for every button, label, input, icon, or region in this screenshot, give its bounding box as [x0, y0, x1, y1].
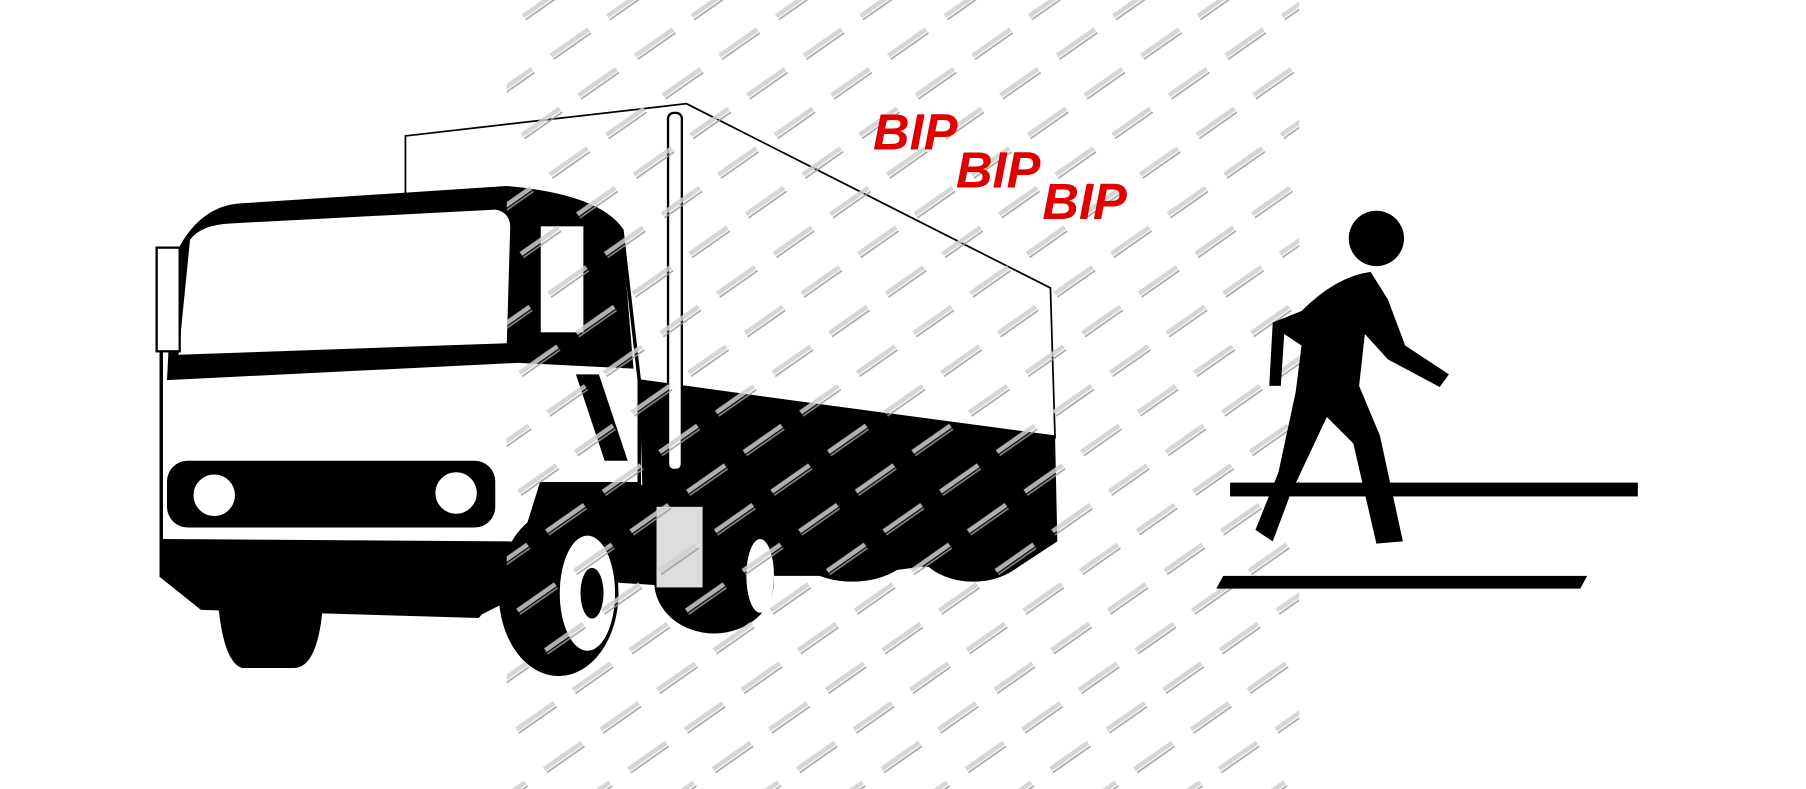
sound-word-3: BIP	[1042, 173, 1127, 230]
sound-word-2: BIP	[956, 142, 1041, 199]
headlight-left	[188, 469, 240, 521]
crosswalk-lines	[1216, 482, 1638, 589]
headlight-right	[430, 467, 482, 519]
windshield	[178, 209, 511, 355]
pedestrian-icon	[1255, 210, 1449, 544]
bumper	[161, 539, 513, 617]
watermark-pattern	[506, 0, 1300, 789]
grille	[167, 460, 496, 528]
sound-word-1: BIP	[873, 104, 958, 161]
warning-sound-text: BIP BIP BIP	[873, 104, 1127, 230]
